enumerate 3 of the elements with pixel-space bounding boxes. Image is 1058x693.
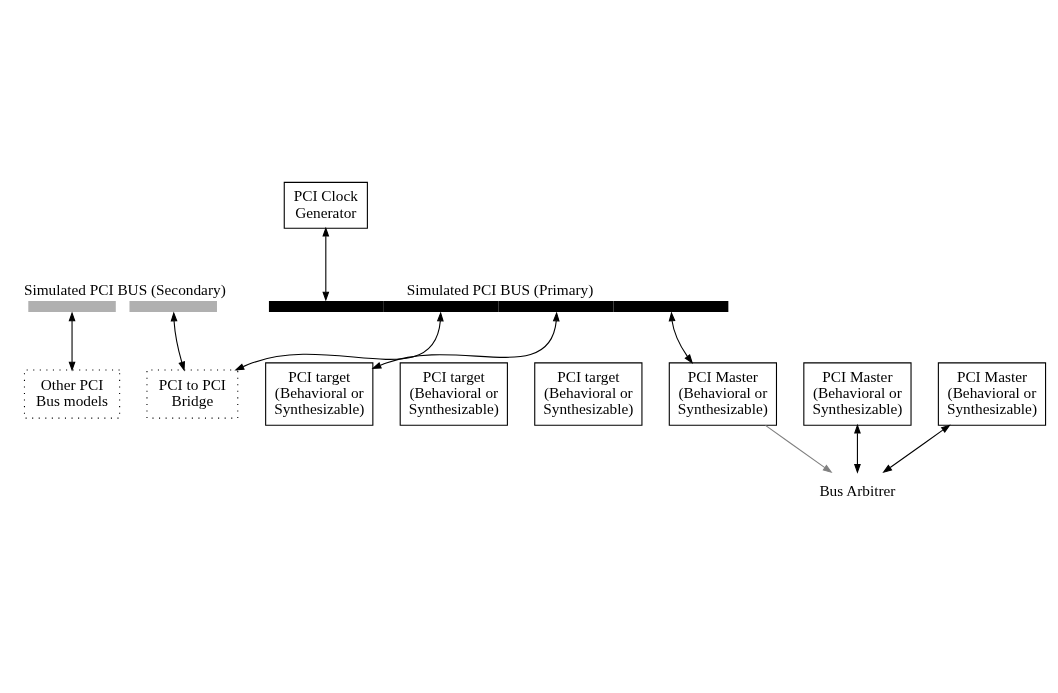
node-label: Simulated PCI BUS (Primary)	[406, 280, 594, 298]
node-label: Simulated PCI BUS (Secondary)	[23, 280, 226, 298]
node-text: Bus Arbitrer	[819, 481, 896, 499]
